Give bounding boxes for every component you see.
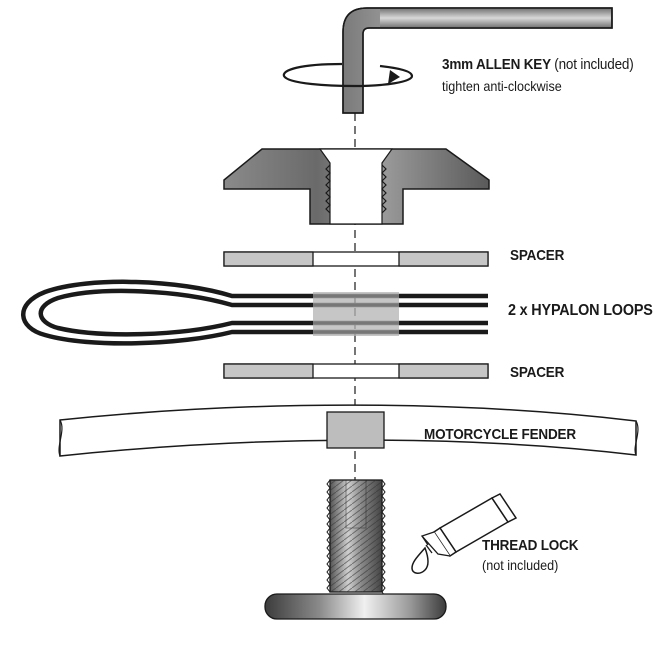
spacer-top-label: SPACER: [510, 247, 565, 264]
allen-key-label: 3mm ALLEN KEY (not included): [442, 56, 634, 73]
allen-key-title: 3mm ALLEN KEY: [442, 56, 551, 73]
spacer-bottom-label: SPACER: [510, 364, 565, 381]
bolt: [264, 479, 447, 620]
motorcycle-fender: [58, 404, 639, 457]
motorcycle-fender-label: MOTORCYCLE FENDER: [424, 426, 576, 443]
spacer-top: [223, 251, 489, 267]
allen-key-instruction: tighten anti-clockwise: [442, 78, 562, 94]
spacer-bottom: [223, 363, 489, 379]
hypalon-loops-label: 2 x HYPALON LOOPS: [508, 302, 653, 319]
thread-lock-bottle: [420, 493, 518, 558]
thread-lock-drop-icon: [411, 546, 429, 574]
hypalon-loops: [21, 279, 488, 346]
cap-nut: [223, 148, 490, 225]
thread-lock-label: THREAD LOCK: [482, 537, 579, 554]
rotation-arrow-icon: [282, 62, 414, 88]
allen-key: [342, 7, 613, 114]
allen-key-note: (not included): [554, 56, 634, 73]
thread-lock-note: (not included): [482, 557, 559, 573]
